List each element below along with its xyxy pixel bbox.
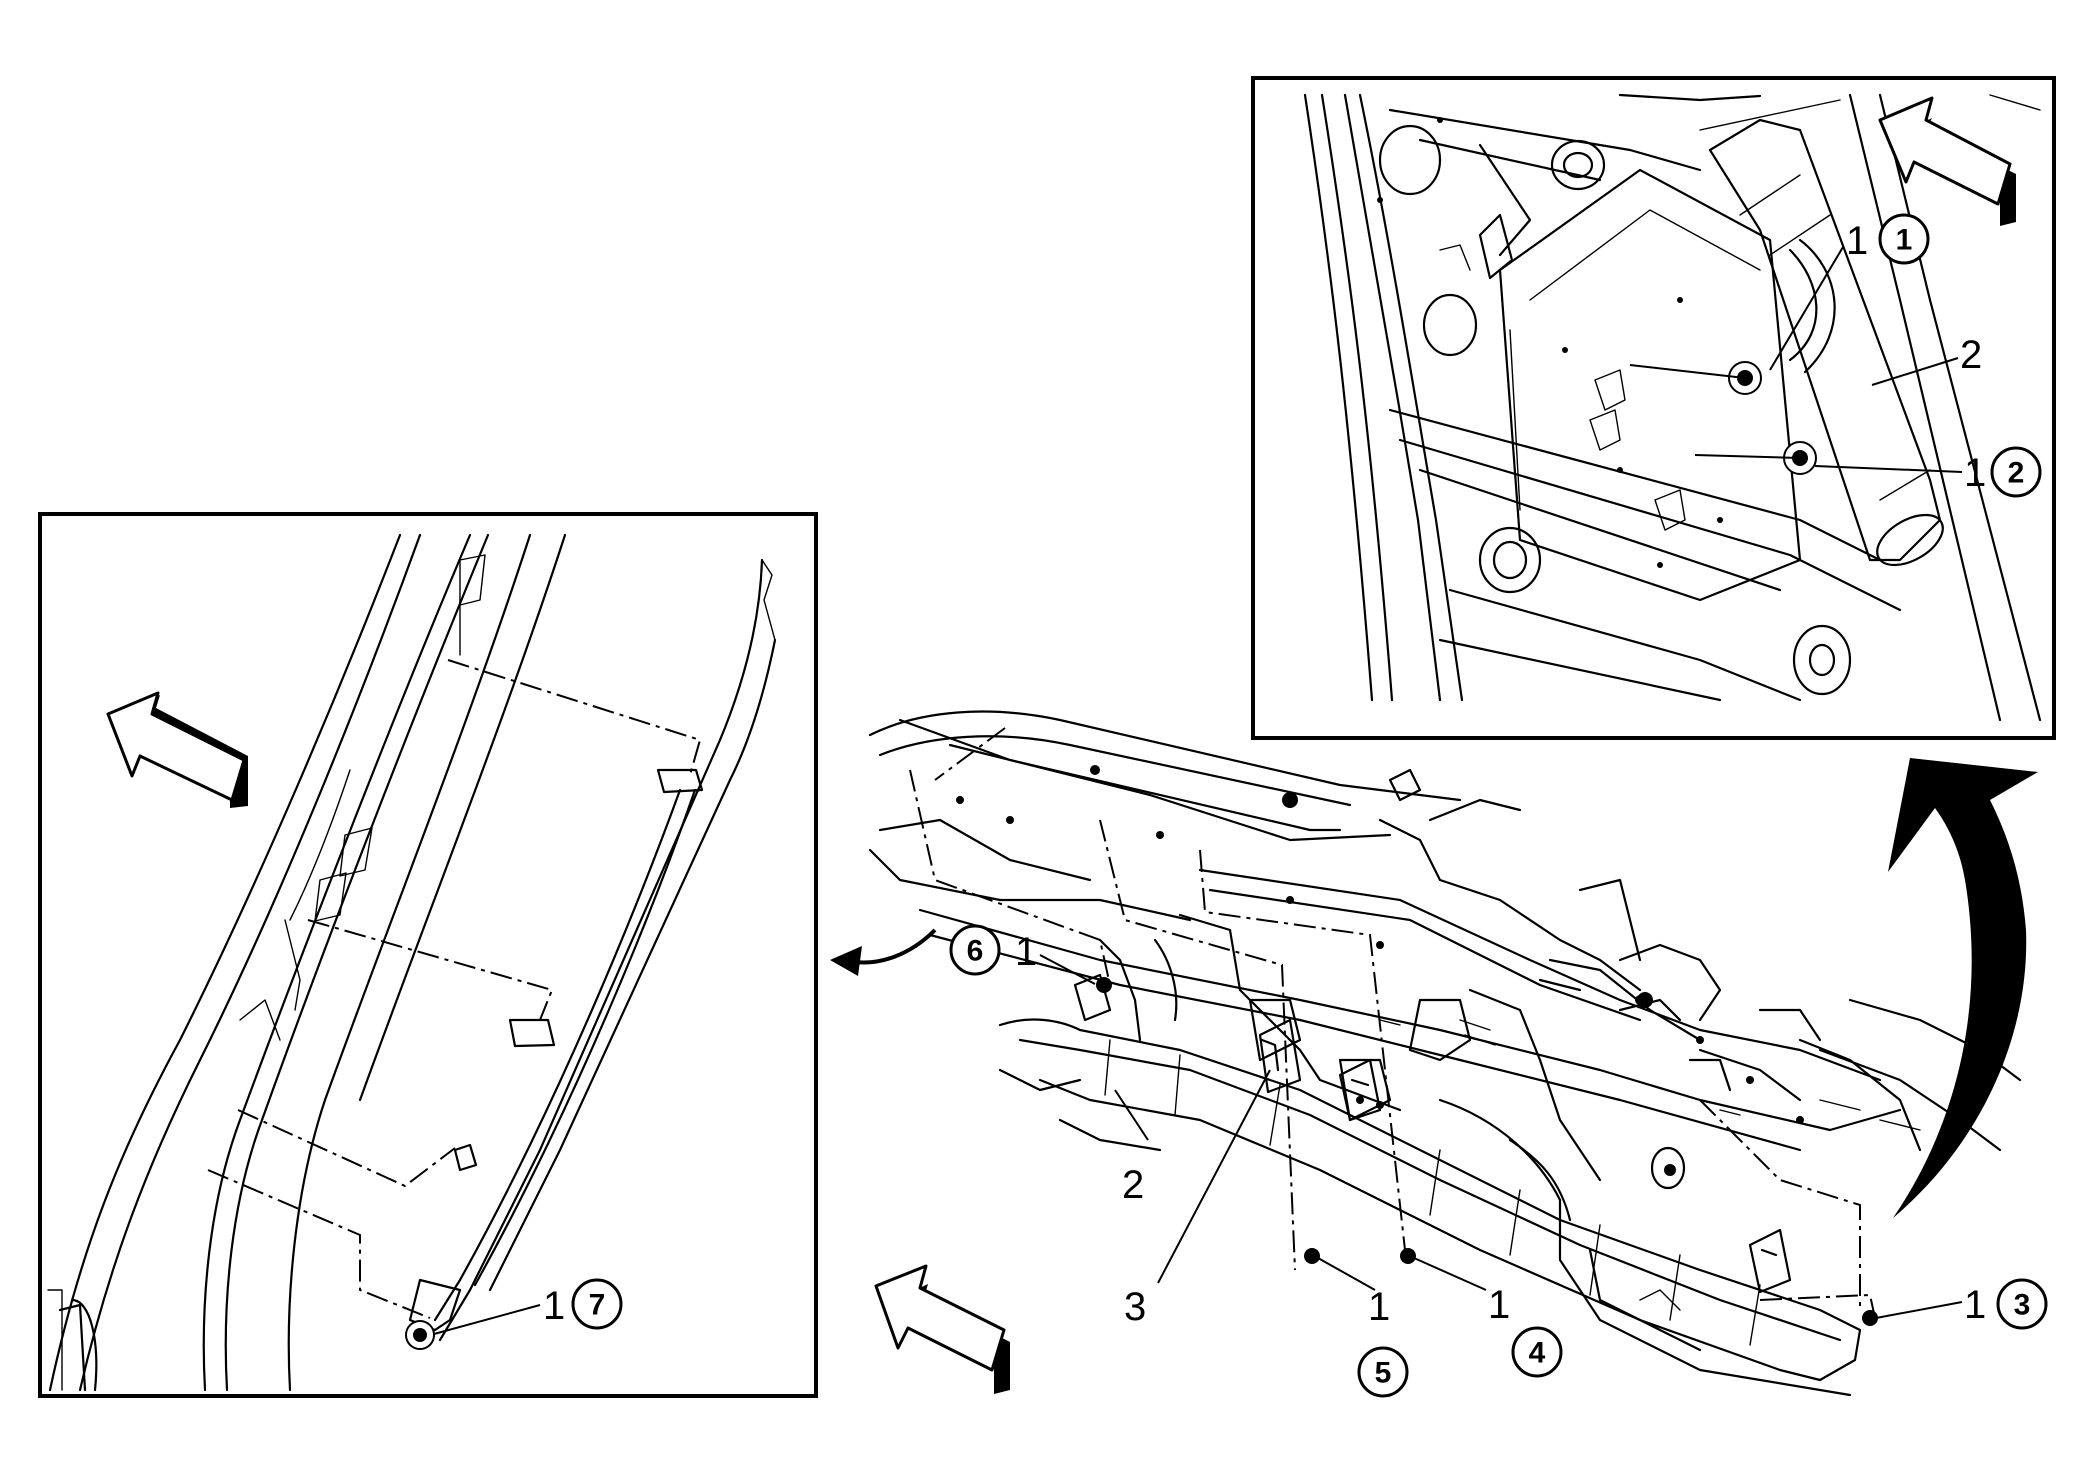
leader-line	[1871, 357, 1959, 386]
step-4-marker	[1511, 1326, 1563, 1378]
step-3-marker	[1996, 1278, 2048, 1330]
item-1-label: 1	[1368, 1285, 1390, 1329]
item-2-label: 2	[1960, 333, 1982, 377]
leader-line	[1814, 465, 1963, 473]
item-3-label: 3	[1124, 1285, 1146, 1329]
step-5-marker	[1357, 1346, 1409, 1398]
roof-rail-airbag	[998, 973, 1862, 1382]
step-6-marker	[949, 924, 1001, 976]
inset-right-artwork	[1303, 93, 2042, 722]
step-1-number: 1	[1896, 224, 1913, 257]
inset-left-artwork	[47, 533, 777, 1392]
main-roof-rail-view	[830, 710, 2038, 1397]
step-7-number: 7	[589, 1289, 606, 1322]
leader-line	[1413, 1257, 1487, 1291]
inset-left-detail-view	[38, 512, 818, 1398]
leader-line	[1114, 1089, 1149, 1141]
inset-right-detail-view	[1251, 76, 2056, 740]
curved-arrow-to-right-inset-icon	[1888, 758, 2038, 1218]
step-1-marker	[1878, 213, 1930, 265]
curved-arrow-to-left-inset-icon	[830, 928, 937, 976]
step-5-number: 5	[1375, 1357, 1392, 1390]
step-7-marker	[571, 1278, 623, 1330]
step-2-marker	[1990, 446, 2042, 498]
inset-left-forward-arrow-icon	[106, 691, 248, 808]
leader-line	[1039, 954, 1096, 985]
item-1-label: 1	[1964, 451, 1986, 495]
leader-line	[433, 1304, 541, 1335]
step-3-number: 3	[2014, 1289, 2031, 1322]
leader-line	[1317, 1257, 1376, 1291]
item-1-label: 1	[1846, 219, 1868, 263]
step-2-number: 2	[2008, 457, 2025, 490]
main-forward-arrow-icon	[874, 1264, 1010, 1394]
inset-right-forward-arrow-icon	[1878, 96, 2016, 226]
inset-left-callouts: 1 7	[433, 1278, 623, 1335]
step-6-number: 6	[967, 935, 984, 968]
main-callouts: 6 1 2 3 1 5 1 4 1 3	[949, 924, 2048, 1398]
step-4-number: 4	[1529, 1337, 1546, 1370]
item-1-label: 1	[1015, 930, 1037, 974]
item-2-label: 2	[1122, 1163, 1144, 1207]
leader-line	[1875, 1301, 1963, 1319]
item-1-label: 1	[1964, 1283, 1986, 1327]
inset-right-callouts: 1 1 2 1 2	[1769, 213, 2042, 498]
leader-line	[1769, 246, 1844, 371]
item-1-label: 1	[543, 1284, 565, 1328]
item-1-label: 1	[1488, 1283, 1510, 1327]
leader-line	[1157, 1069, 1271, 1284]
